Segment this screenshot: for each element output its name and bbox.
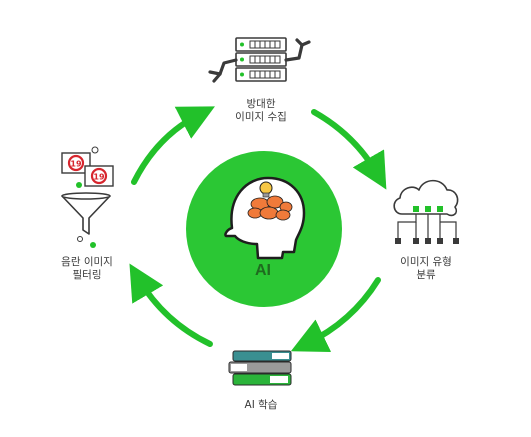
cloud-network-icon bbox=[393, 179, 459, 244]
brain-icon bbox=[247, 195, 293, 221]
badge-19-right: 19 bbox=[93, 173, 105, 182]
robot-arm-right-icon bbox=[284, 38, 311, 62]
funnel-filter-icon: 19 19 bbox=[61, 146, 114, 248]
age-19-badge-icon bbox=[90, 167, 108, 185]
step-label-learn: AI 학습 bbox=[216, 399, 306, 412]
arrow-classify-to-learn bbox=[290, 277, 381, 352]
server-robot-arms-icon bbox=[208, 37, 311, 83]
arrow-filter-to-collect bbox=[131, 106, 215, 185]
book-stack-icon bbox=[228, 350, 292, 386]
arrow-learn-to-filter bbox=[129, 263, 213, 347]
step-label-classify-line1: 이미지 유형 bbox=[400, 256, 452, 268]
arrow-collect-to-classify bbox=[311, 109, 387, 190]
step-label-filter: 음란 이미지 필터링 bbox=[42, 256, 132, 282]
step-label-learn-line1: AI 학습 bbox=[244, 399, 278, 411]
age-19-badge-icon bbox=[67, 154, 85, 172]
step-label-collect-line2: 이미지 수집 bbox=[235, 111, 287, 123]
lightbulb-icon bbox=[259, 181, 273, 198]
center-ai-label: AI bbox=[255, 262, 271, 279]
step-label-filter-line2: 필터링 bbox=[72, 269, 102, 281]
step-label-collect: 방대한 이미지 수집 bbox=[216, 98, 306, 124]
step-label-classify-line2: 분류 bbox=[416, 269, 436, 281]
step-label-classify: 이미지 유형 분류 bbox=[381, 256, 471, 282]
robot-arm-left-icon bbox=[208, 58, 238, 83]
step-label-filter-line1: 음란 이미지 bbox=[61, 256, 113, 268]
badge-19-left: 19 bbox=[70, 160, 82, 169]
step-label-collect-line1: 방대한 bbox=[246, 98, 276, 110]
ai-head-icon bbox=[224, 176, 306, 260]
